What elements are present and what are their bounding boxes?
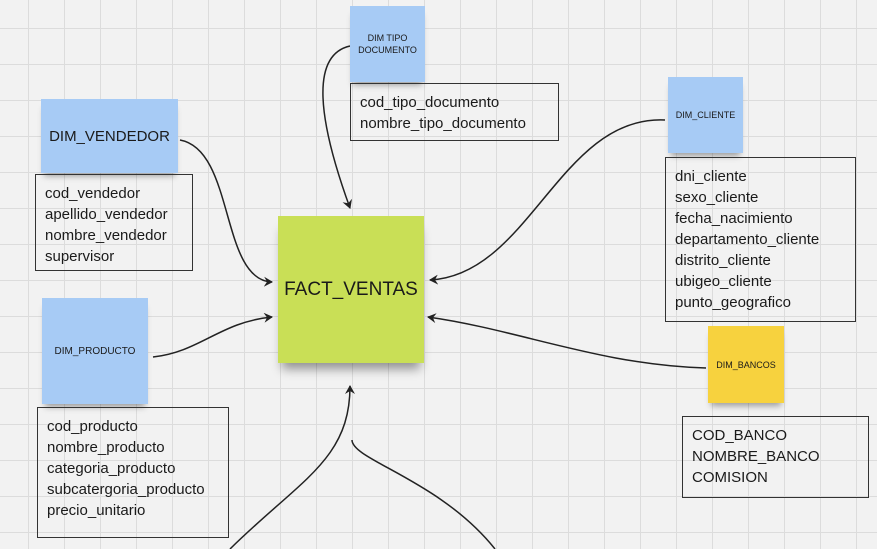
field: nombre_vendedor: [45, 227, 167, 244]
connector-bottom-right: [351, 439, 496, 549]
dim-producto-fields[interactable]: cod_producto nombre_producto categoria_p…: [37, 407, 229, 538]
dim-cliente-note[interactable]: DIM_CLIENTE: [668, 77, 743, 153]
field: categoria_producto: [47, 460, 176, 477]
dim-producto-note[interactable]: DIM_PRODUCTO: [42, 298, 148, 404]
field: distrito_cliente: [675, 252, 771, 269]
field: cod_vendedor: [45, 185, 141, 202]
dim-vendedor-note[interactable]: DIM_VENDEDOR: [41, 99, 178, 173]
field: cod_tipo_documento: [360, 94, 500, 111]
dim-bancos-label: DIM_BANCOS: [716, 359, 776, 370]
field: dni_cliente: [675, 168, 747, 185]
connector-producto: [152, 312, 273, 358]
dim-vendedor-fields[interactable]: cod_vendedor apellido_vendedor nombre_ve…: [35, 174, 193, 271]
field: COD_BANCO: [692, 427, 788, 444]
dim-bancos-note[interactable]: DIM_BANCOS: [708, 326, 784, 403]
connector-cliente: [429, 119, 666, 285]
fact-ventas-note[interactable]: FACT_VENTAS: [278, 216, 424, 363]
dim-tipo-documento-note[interactable]: DIM TIPO DOCUMENTO: [350, 6, 425, 82]
field: nombre_tipo_documento: [360, 115, 526, 132]
connector-vendedor: [179, 139, 273, 287]
field: fecha_nacimiento: [675, 210, 793, 227]
field: precio_unitario: [47, 502, 146, 519]
field: apellido_vendedor: [45, 206, 168, 223]
dim-cliente-fields[interactable]: dni_cliente sexo_cliente fecha_nacimient…: [665, 157, 856, 322]
connector-bancos: [427, 313, 707, 369]
field: supervisor: [45, 248, 115, 265]
field: cod_producto: [47, 418, 138, 435]
dim-cliente-label: DIM_CLIENTE: [675, 110, 736, 120]
dim-bancos-fields[interactable]: COD_BANCO NOMBRE_BANCO COMISION: [682, 416, 869, 498]
dim-tipo-documento-fields[interactable]: cod_tipo_documento nombre_tipo_documento: [350, 83, 559, 141]
field: departamento_cliente: [675, 231, 820, 248]
field: subcatergoria_producto: [47, 481, 205, 498]
field: COMISION: [692, 469, 768, 486]
connector-tipo-documento: [322, 45, 352, 209]
connector-bottom-left: [229, 385, 355, 549]
dim-tipo-documento-label: DIM TIPO DOCUMENTO: [358, 33, 417, 55]
field: punto_geografico: [675, 294, 791, 311]
field: sexo_cliente: [675, 189, 759, 206]
fact-ventas-label: FACT_VENTAS: [284, 278, 418, 300]
field: ubigeo_cliente: [675, 273, 772, 290]
dim-vendedor-label: DIM_VENDEDOR: [49, 127, 170, 145]
field: nombre_producto: [47, 439, 165, 456]
field: NOMBRE_BANCO: [692, 448, 820, 465]
dim-producto-label: DIM_PRODUCTO: [54, 345, 136, 357]
